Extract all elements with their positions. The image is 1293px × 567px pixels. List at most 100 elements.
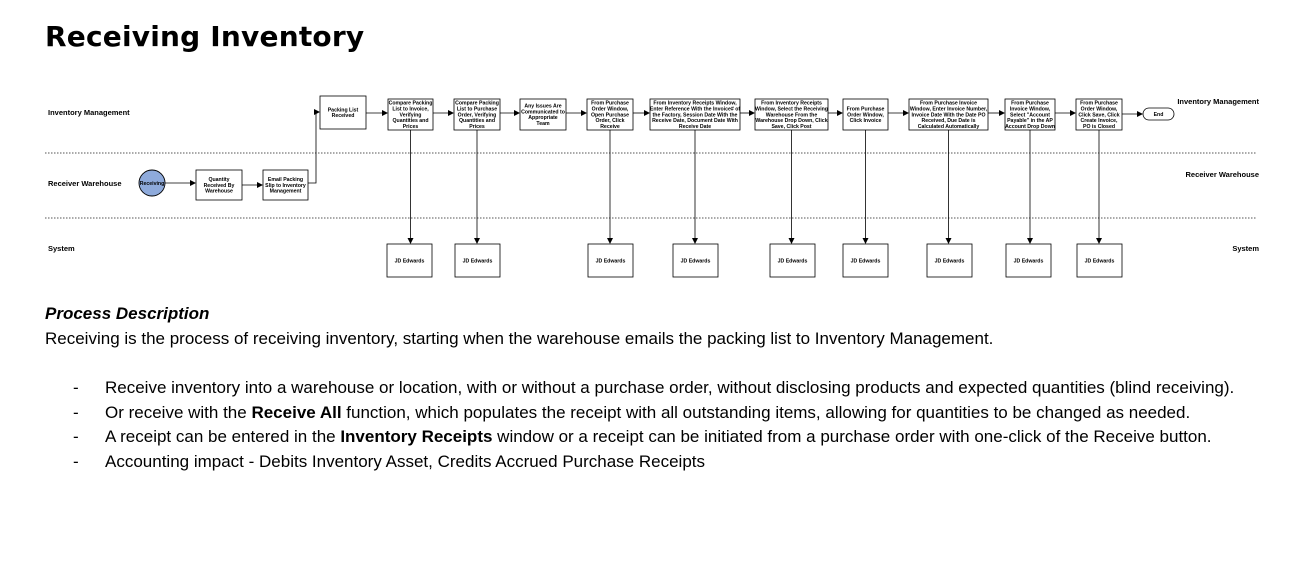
step-text-line: Warehouse From the [766,112,818,118]
step-text-line: Prices [403,124,419,130]
step-text-line: Slip to Inventory [265,183,306,189]
step-text-line: Select "Account [1010,112,1050,118]
system-box [1076,243,1123,278]
step-text-line: From Purchase [847,107,885,113]
bullet-text: A receipt can be entered in the [105,427,341,446]
step-text-line: Prices [469,124,485,130]
system-box [454,243,501,278]
step-box [319,95,367,130]
step-box [649,98,741,131]
system-label: JD Edwards [778,258,808,264]
step-text-line: Warehouse [205,189,233,195]
step-text-line: Create Invoice, [1081,118,1118,124]
bullet-bold-term: Inventory Receipts [340,427,493,446]
lane-label-inventory-management-right: Inventory Management [1177,97,1259,106]
process-description: Process Description Receiving is the pro… [45,303,1275,474]
system-label: JD Edwards [935,258,965,264]
step-text-line: Communicated to [521,109,565,115]
step-text-line: Quantity [208,177,229,183]
system-box [842,243,889,278]
system-box [926,243,973,278]
step-text-line: Open Purchase [591,112,629,118]
system-label: JD Edwards [463,258,493,264]
start-node-receiving: Receiving [138,169,166,197]
step-text-line: Order, Click [595,118,624,124]
system-label: JD Edwards [395,258,425,264]
system-box [1005,243,1052,278]
step-text-line: Any Issues Are [524,104,561,110]
bullet-text: Receive inventory into a warehouse or lo… [105,378,1235,397]
bullet-text: Or receive with the [105,402,252,422]
system-node-jd-edwards: JD Edwards [1005,243,1052,278]
step-text-line: Invoice Window, [1010,107,1051,113]
step-text-line: Received [332,113,355,119]
bullet-text: window or a receipt can be initiated fro… [492,427,1212,446]
step-text-line: Quantities and [392,118,428,124]
step-text-line: Order Window, [1081,107,1118,113]
process-description-heading: Process Description [45,304,210,323]
system-node-jd-edwards: JD Edwards [1076,243,1123,278]
step-text-line: the Factory, Session Date With the [653,112,738,118]
step-text-line: Order, Verifying [458,112,497,118]
system-node-jd-edwards: JD Edwards [769,243,816,278]
step-text-line: From Purchase [1011,101,1049,107]
system-label: JD Edwards [1085,258,1115,264]
system-node-jd-edwards: JD Edwards [386,243,433,278]
description-bullet-list: -Receive inventory into a warehouse or l… [45,376,1275,474]
step-text-line: Order Window, [847,112,884,118]
step-text-line: From Purchase [1080,101,1118,107]
system-label: JD Edwards [1014,258,1044,264]
step-text-line: Packing List [328,107,359,113]
step-text-line: List to Invoice, [392,107,429,113]
step-text-line: Received By [204,183,235,189]
step-text-line: Receive Date, Document Date With [652,118,738,124]
bullet-text: function, which populates the receipt wi… [341,402,1191,422]
bullet-bold-term: Receive All [251,402,342,422]
step-text-line: Management [270,189,302,195]
description-bullet: -Accounting impact - Debits Inventory As… [45,450,1275,475]
step-box [519,98,567,131]
lane-label-inventory-management-left: Inventory Management [48,108,130,117]
start-node-label: Receiving [140,181,165,187]
lane-label-receiver-warehouse-left: Receiver Warehouse [48,179,122,188]
step-text-line: Window, Enter Invoice Number, [910,107,988,113]
step-text-line: Warehouse Drop Down, Click [755,118,827,124]
end-node: End [1142,107,1175,121]
step-text-line: Click Invoice [850,118,882,124]
connector-email-to-packing-list [308,109,320,184]
description-bullet: -Or receive with the Receive All functio… [45,401,1275,426]
system-label: JD Edwards [681,258,711,264]
step-text-line: Click Save, Click [1078,112,1119,118]
step-text-line: From Inventory Receipts [761,101,822,107]
page-title: Receiving Inventory [45,20,365,53]
system-node-jd-edwards: JD Edwards [587,243,634,278]
step-text-line: Save, Click Post [771,124,811,130]
description-bullet: -A receipt can be entered in the Invento… [45,425,1275,450]
step-box [754,98,829,131]
system-box [386,243,433,278]
step-text-line: Calculated Automatically [918,124,980,130]
lane-label-system-left: System [48,244,75,253]
system-box [672,243,719,278]
system-node-jd-edwards: JD Edwards [926,243,973,278]
step-box [262,169,309,201]
step-box [453,98,501,131]
step-text-line: Appropriate [528,115,558,121]
step-text-line: Quantities and [459,118,495,124]
step-box [387,98,434,131]
step-box [842,98,889,131]
step-text-line: Compare Packing [455,101,499,107]
step-box [1004,98,1056,131]
step-text-line: Received, Due Date is [922,118,976,124]
step-text-line: Verifying [400,112,422,118]
system-label: JD Edwards [851,258,881,264]
step-text-line: Payable" in the AP [1007,118,1053,124]
